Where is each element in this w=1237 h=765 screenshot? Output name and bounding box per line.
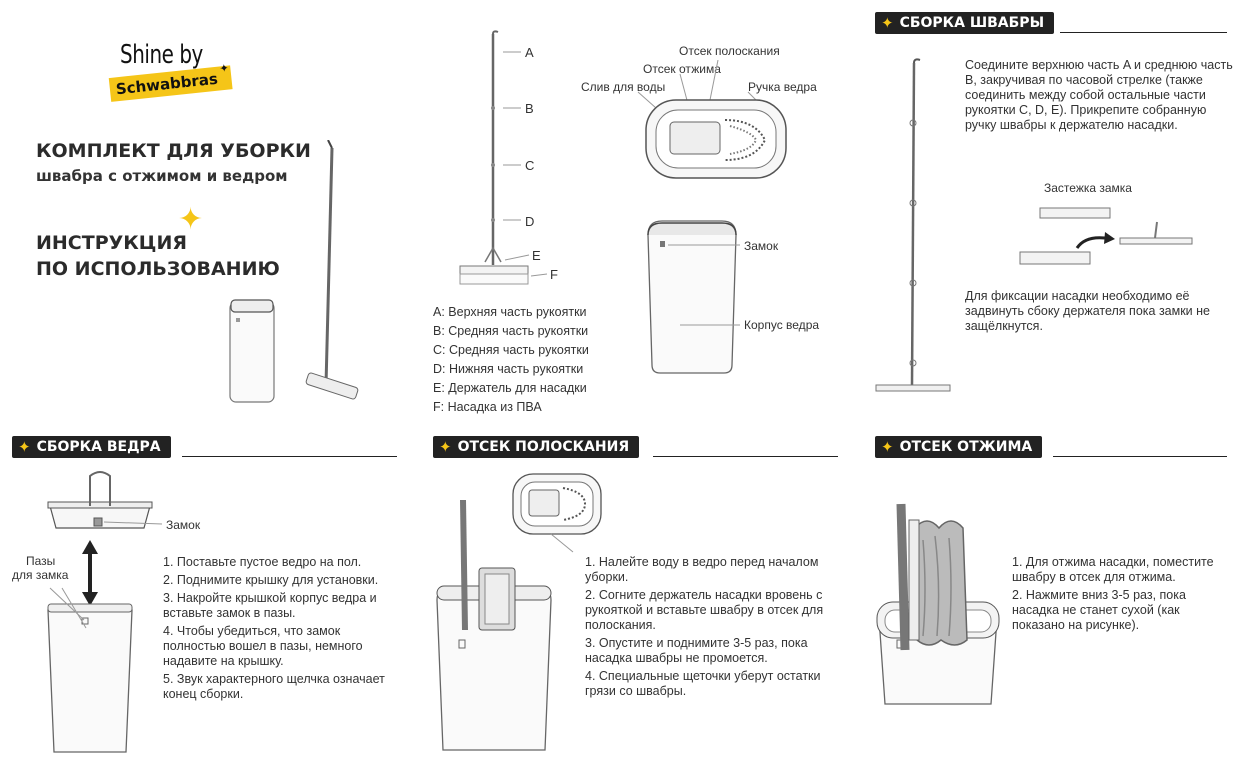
brand-logo: Shine by Schwabbras✦ xyxy=(108,40,240,120)
section-divider xyxy=(653,456,838,457)
sparkle-icon: ✦ xyxy=(439,438,452,456)
label-lock-clasp: Застежка замка xyxy=(1044,181,1132,195)
parts-legend: A: Верхняя часть рукоятки B: Средняя час… xyxy=(433,305,589,415)
step-item: 5. Звук характерного щелчка означает кон… xyxy=(163,672,385,701)
mop-assembly-text1: Соедините верхнюю часть A и среднюю част… xyxy=(965,58,1233,132)
hero-illustration xyxy=(229,140,359,403)
step-item: 4. Чтобы убедиться, что замок полностью … xyxy=(163,624,363,668)
section-mop-assembly-header: ✦ СБОРКА ШВАБРЫ xyxy=(875,12,1227,34)
part-label-a: A xyxy=(525,45,534,60)
bucket-assembly-steps: 1. Поставьте пустое ведро на пол. 2. Под… xyxy=(163,555,403,705)
section-badge: ✦ ОТСЕК ПОЛОСКАНИЯ xyxy=(433,436,640,458)
section-divider xyxy=(182,456,397,457)
legend-item: B: Средняя часть рукоятки xyxy=(433,324,589,338)
label-squeeze-compartment: Отсек отжима xyxy=(643,62,721,76)
lock-clasp-illustration xyxy=(1019,207,1193,265)
label-bucket-body: Корпус ведра xyxy=(744,318,820,332)
handle-diagram xyxy=(459,30,548,285)
legend-item: E: Держатель для насадки xyxy=(433,381,587,395)
label-water-drain: Слив для воды xyxy=(581,80,666,94)
bucket-top-view xyxy=(637,60,787,179)
brand-line2-text: Schwabbras xyxy=(115,69,219,99)
step-item: 2. Нажмите вниз 3-5 раз, пока насадка не… xyxy=(1012,588,1186,632)
part-label-c: C xyxy=(525,158,535,173)
legend-item: D: Нижняя часть рукоятки xyxy=(433,362,584,376)
step-item: 1. Налейте воду в ведро перед началом уб… xyxy=(585,555,819,584)
label-lock-slots-line1: Пазы xyxy=(26,554,56,568)
mop-assembly-text2: Для фиксации насадки необходимо её задви… xyxy=(965,289,1210,333)
brand-line2: Schwabbras✦ xyxy=(108,61,233,102)
step-item: 3. Накройте крышкой корпус ведра и встав… xyxy=(163,591,377,620)
step-item: 2. Согните держатель насадки вровень с р… xyxy=(585,588,824,632)
label-bucket-handle: Ручка ведра xyxy=(748,80,817,94)
section-title: ОТСЕК ПОЛОСКАНИЯ xyxy=(457,439,630,455)
squeeze-steps: 1. Для отжима насадки, поместите швабру … xyxy=(1012,555,1232,636)
section-rinse-header: ✦ ОТСЕК ПОЛОСКАНИЯ xyxy=(433,436,838,458)
section-divider xyxy=(1053,456,1227,457)
section-badge: ✦ СБОРКА ШВАБРЫ xyxy=(875,12,1055,34)
section-badge: ✦ ОТСЕК ОТЖИМА xyxy=(875,436,1043,458)
part-label-d: D xyxy=(525,214,535,229)
sparkle-icon: ✦ xyxy=(881,438,894,456)
section-divider xyxy=(1060,32,1227,33)
section-squeeze-header: ✦ ОТСЕК ОТЖИМА xyxy=(875,436,1227,458)
part-label-e: E xyxy=(532,248,541,263)
section-title: ОТСЕК ОТЖИМА xyxy=(899,439,1033,455)
section-badge: ✦ СБОРКА ВЕДРА xyxy=(12,436,171,458)
squeeze-illustration xyxy=(876,503,1000,705)
section-title: СБОРКА ШВАБРЫ xyxy=(899,15,1045,31)
step-item: 1. Для отжима насадки, поместите швабру … xyxy=(1012,555,1214,584)
part-label-f: F xyxy=(550,267,558,282)
part-label-b: B xyxy=(525,101,534,116)
sparkle-icon: ✦ xyxy=(18,438,31,456)
rinse-illustration xyxy=(436,473,602,751)
mop-assembled-illustration xyxy=(875,58,951,392)
step-item: 1. Поставьте пустое ведро на пол. xyxy=(163,555,362,569)
legend-item: A: Верхняя часть рукоятки xyxy=(433,305,587,319)
label-rinse-compartment: Отсек полоскания xyxy=(679,44,780,58)
main-subheading: швабра с отжимом и ведром xyxy=(36,167,288,185)
bucket-assembly-illustration xyxy=(47,471,163,753)
legend-item: F: Насадка из ПВА xyxy=(433,400,542,414)
sparkle-icon: ✦ xyxy=(881,14,894,32)
sparkle-icon: ✦ xyxy=(178,203,204,236)
bucket-body-view xyxy=(647,220,740,374)
step-item: 4. Специальные щеточки уберут остатки гр… xyxy=(585,669,821,698)
legend-item: C: Средняя часть рукоятки xyxy=(433,343,589,357)
section-bucket-assembly-header: ✦ СБОРКА ВЕДРА xyxy=(12,436,397,458)
rinse-steps: 1. Налейте воду в ведро перед началом уб… xyxy=(585,555,840,702)
instruction-heading-line1: ИНСТРУКЦИЯ xyxy=(36,232,187,254)
instruction-heading-line2: ПО ИСПОЛЬЗОВАНИЮ xyxy=(36,258,280,280)
section-title: СБОРКА ВЕДРА xyxy=(36,439,161,455)
step-item: 2. Поднимите крышку для установки. xyxy=(163,573,379,587)
brand-line1: Shine by xyxy=(120,40,203,70)
step-item: 3. Опустите и поднимите 3-5 раз, пока на… xyxy=(585,636,808,665)
label-lock: Замок xyxy=(166,518,201,532)
label-lock: Замок xyxy=(744,239,779,253)
sparkle-icon: ✦ xyxy=(218,61,230,76)
main-heading: КОМПЛЕКТ ДЛЯ УБОРКИ xyxy=(36,140,311,162)
label-lock-slots-line2: для замка xyxy=(12,568,69,582)
